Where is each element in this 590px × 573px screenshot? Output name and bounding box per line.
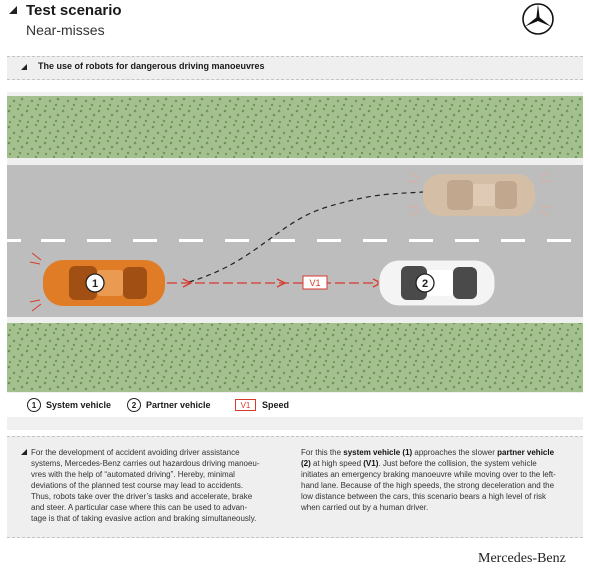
legend-speed-label: Speed	[262, 400, 290, 410]
speed-label: V1	[309, 278, 320, 288]
legend: 1 System vehicle 2 Partner vehicle V1 Sp…	[7, 393, 583, 417]
svg-text:2: 2	[422, 278, 428, 290]
legend-system-label: System vehicle	[46, 400, 112, 410]
section-bar-title: The use of robots for dangerous driving …	[38, 61, 265, 71]
legend-partner-label: Partner vehicle	[146, 400, 211, 410]
partner-vehicle-badge	[415, 273, 435, 293]
legend-system-vehicle: 1 System vehicle	[27, 393, 111, 417]
description-panel: For the development of accident avoiding…	[7, 436, 583, 538]
ghost-vehicle	[407, 171, 551, 217]
legend-speed-box: V1	[235, 399, 256, 411]
panel-triangle-icon	[21, 449, 27, 455]
legend-partner-number: 2	[127, 398, 141, 412]
lane-markings	[7, 239, 571, 242]
legend-partner-vehicle: 2 Partner vehicle	[127, 393, 211, 417]
section-bar: The use of robots for dangerous driving …	[7, 56, 583, 80]
evasive-path	[188, 191, 424, 283]
description-left-column: For the development of accident avoiding…	[31, 448, 260, 523]
bar-triangle-icon	[21, 64, 27, 70]
test-scenario-diagram: V1 1 2	[7, 92, 583, 430]
legend-system-number: 1	[27, 398, 41, 412]
page-subtitle: Near-misses	[26, 22, 105, 38]
description-right-column: For this the system vehicle (1) approach…	[301, 448, 556, 512]
legend-speed: V1 Speed	[235, 393, 289, 417]
brand-wordmark: Mercedes-Benz	[478, 551, 566, 566]
system-vehicle-badge	[85, 273, 105, 293]
page-title: Test scenario	[26, 2, 122, 19]
partner-vehicle: 2	[378, 259, 496, 307]
mercedes-star-icon	[522, 3, 554, 35]
title-triangle-icon	[9, 6, 17, 14]
system-vehicle: 1	[29, 252, 165, 312]
svg-text:1: 1	[92, 278, 98, 290]
speed-label-box	[302, 275, 328, 290]
